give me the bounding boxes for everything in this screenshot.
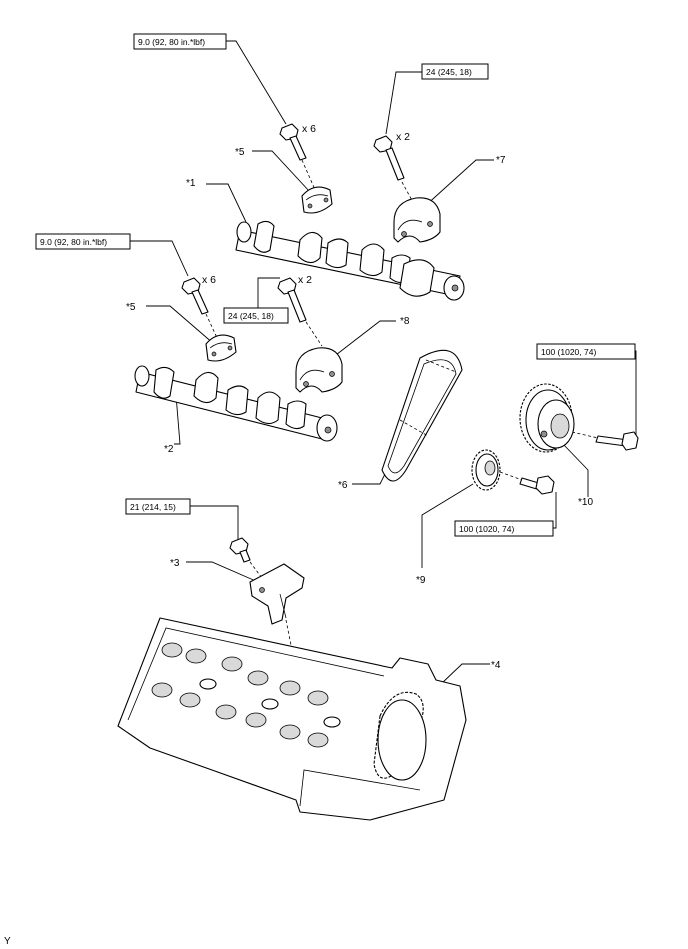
lower-camshaft bbox=[134, 365, 338, 442]
camshaft-sprocket bbox=[471, 449, 501, 491]
callout-6: *6 bbox=[338, 480, 348, 491]
lower-cap-bolt bbox=[181, 277, 219, 341]
callout-3: *3 bbox=[170, 558, 180, 569]
torque-label-chain-guide-bolt: 21 (214, 15) bbox=[130, 502, 176, 512]
upper-bearing-cap bbox=[393, 197, 441, 243]
callout-9: *9 bbox=[416, 575, 426, 586]
callout-5-upper: *5 bbox=[235, 147, 245, 158]
torque-box-upper-bearing-bolts: 24 (245, 18) bbox=[421, 63, 489, 80]
torque-label-upper-bearing-bolts: 24 (245, 18) bbox=[426, 67, 472, 77]
chain-guide bbox=[249, 563, 305, 651]
callout-10: *10 bbox=[578, 497, 593, 508]
sprocket-bolt bbox=[499, 471, 555, 495]
torque-label-sprocket-bolt: 100 (1020, 74) bbox=[459, 524, 514, 534]
torque-box-lower-cap-bolts: 9.0 (92, 80 in.*lbf) bbox=[35, 233, 131, 250]
torque-box-sprocket-bolt: 100 (1020, 74) bbox=[454, 520, 554, 537]
callout-8: *8 bbox=[400, 316, 410, 327]
callout-5-lower: *5 bbox=[126, 302, 136, 313]
chain-guide-bolt bbox=[229, 537, 263, 579]
torque-box-lower-bearing-bolts: 24 (245, 18) bbox=[223, 307, 289, 324]
torque-label-lower-bearing-bolts: 24 (245, 18) bbox=[228, 311, 274, 321]
upper-bearing-bolt bbox=[373, 135, 415, 205]
cylinder-head bbox=[117, 617, 467, 821]
qty-upper-cap-bolts: x 6 bbox=[302, 123, 316, 135]
vvt-gear-bolt bbox=[571, 431, 639, 451]
upper-cap-bolt bbox=[279, 123, 317, 193]
torque-box-upper-cap-bolts: 9.0 (92, 80 in.*lbf) bbox=[133, 33, 227, 50]
lower-bearing-cap bbox=[295, 347, 343, 393]
torque-box-vvt-gear-bolt: 100 (1020, 74) bbox=[536, 343, 636, 360]
corner-mark: Y bbox=[4, 936, 11, 947]
upper-camshaft bbox=[235, 220, 465, 301]
callout-7: *7 bbox=[496, 155, 506, 166]
qty-lower-cap-bolts: x 6 bbox=[202, 274, 216, 286]
vvt-gear-assembly bbox=[519, 383, 575, 453]
upper-camshaft-cap bbox=[301, 186, 333, 214]
lower-bearing-bolt bbox=[277, 277, 323, 347]
callout-4: *4 bbox=[491, 660, 501, 671]
torque-box-chain-guide-bolt: 21 (214, 15) bbox=[125, 498, 191, 515]
torque-label-lower-cap-bolts: 9.0 (92, 80 in.*lbf) bbox=[40, 237, 107, 247]
timing-chain bbox=[381, 349, 463, 482]
cylinder-head-bores bbox=[151, 642, 341, 748]
lower-camshaft-cap bbox=[205, 334, 237, 362]
qty-lower-bearing-bolts: x 2 bbox=[298, 274, 312, 286]
qty-upper-bearing-bolts: x 2 bbox=[396, 131, 410, 143]
torque-label-vvt-gear-bolt: 100 (1020, 74) bbox=[541, 347, 596, 357]
callout-1: *1 bbox=[186, 178, 196, 189]
callout-2: *2 bbox=[164, 444, 174, 455]
torque-label-upper-cap-bolts: 9.0 (92, 80 in.*lbf) bbox=[138, 37, 205, 47]
